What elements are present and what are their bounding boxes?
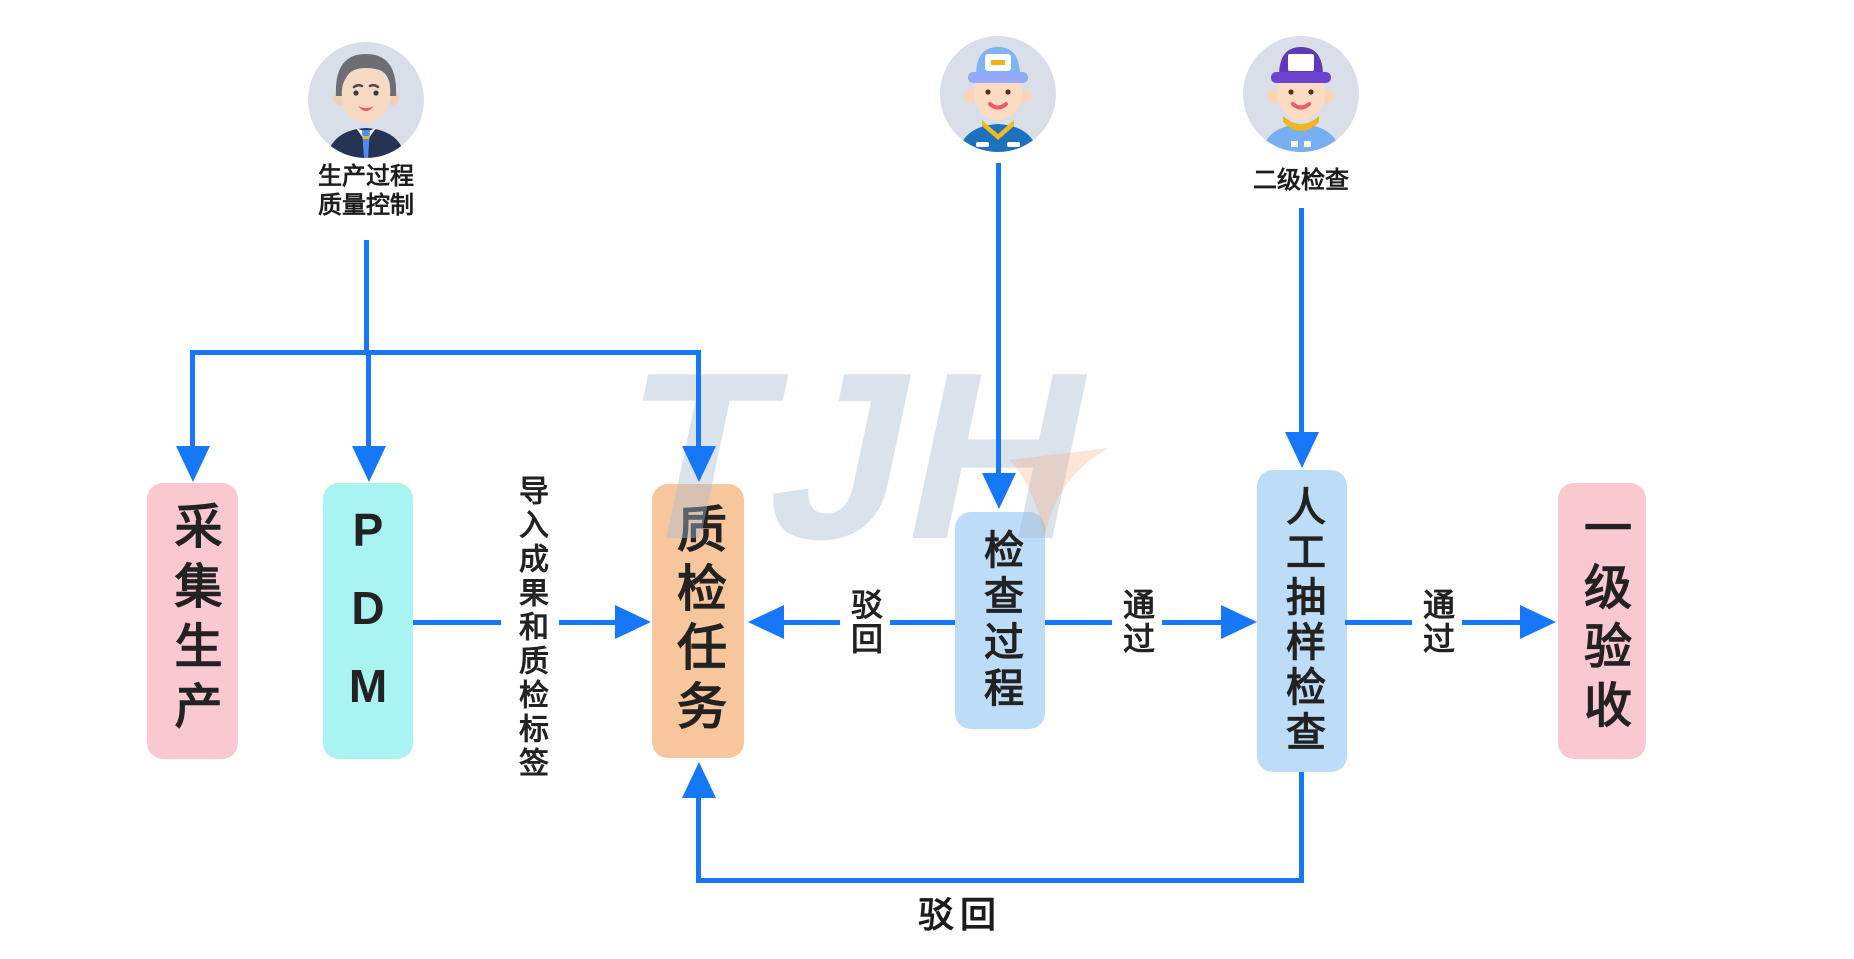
node-collect-production: 采集生产: [147, 483, 238, 759]
edge-label-import-results: 导入成果和质检标签: [501, 474, 559, 782]
label-production-qc-line1: 生产过程: [318, 163, 414, 190]
node-qc-task: 质检任务: [652, 484, 744, 758]
arrowhead-pdm-to-qc-task: [615, 605, 651, 639]
line-second-level-stem: [1299, 208, 1304, 434]
arrowhead-into-qc-task: [682, 446, 716, 482]
edge-label-pass-1-text: 通过: [1119, 588, 1155, 656]
line-return-down: [1299, 772, 1304, 883]
node-pdm: PDM: [323, 483, 413, 759]
arrowhead-inspect-to-qc-task: [748, 605, 784, 639]
node-qc-task-text: 质检任务: [670, 503, 726, 739]
line-return-horizontal: [696, 878, 1304, 883]
line-inspector-stem: [996, 163, 1001, 475]
edge-label-import-results-text: 导入成果和质检标签: [514, 475, 547, 781]
arrowhead-into-pdm: [352, 446, 386, 482]
arrowhead-manual-to-acceptance: [1520, 605, 1556, 639]
arrowhead-into-manual-sampling: [1285, 432, 1319, 468]
line-return-up: [696, 797, 701, 878]
node-first-level-acceptance-text: 一级验收: [1576, 503, 1629, 739]
avatar-production-qc: [308, 42, 424, 158]
arrowhead-into-inspect-process: [982, 473, 1016, 509]
line-drop-qc-task: [696, 350, 701, 448]
edge-label-reject-mid-text: 驳回: [847, 588, 883, 656]
avatar-second-level-inspector: [1243, 36, 1359, 152]
edge-label-reject-bottom: 驳回: [917, 894, 1002, 935]
node-first-level-acceptance: 一级验收: [1558, 483, 1646, 759]
node-manual-sampling-text: 人工抽样检查: [1280, 486, 1324, 756]
edge-label-reject-mid: 驳回: [840, 580, 890, 664]
label-second-level-inspection: 二级检查: [1253, 167, 1349, 194]
node-inspect-process-text: 检查过程: [978, 528, 1022, 713]
avatar-inspector: [940, 36, 1056, 152]
line-drop-collect: [190, 350, 195, 448]
edge-label-pass-2-text: 通过: [1419, 588, 1455, 656]
line-drop-pdm: [366, 350, 371, 448]
label-production-qc-line2: 质量控制: [318, 192, 414, 219]
edge-label-pass-1: 通过: [1112, 580, 1162, 664]
node-collect-production-text: 采集生产: [166, 501, 220, 741]
node-inspect-process: 检查过程: [955, 512, 1045, 729]
arrowhead-return-into-qc-task: [682, 762, 716, 798]
label-production-qc: 生产过程 质量控制: [266, 162, 466, 220]
line-producer-branch: [190, 350, 701, 355]
arrowhead-into-collect: [176, 446, 210, 482]
arrowhead-inspect-to-manual: [1221, 605, 1257, 639]
line-producer-stem: [364, 240, 369, 355]
edge-label-pass-2: 通过: [1412, 580, 1462, 664]
node-pdm-text: PDM: [342, 504, 394, 738]
node-manual-sampling: 人工抽样检查: [1257, 470, 1347, 772]
